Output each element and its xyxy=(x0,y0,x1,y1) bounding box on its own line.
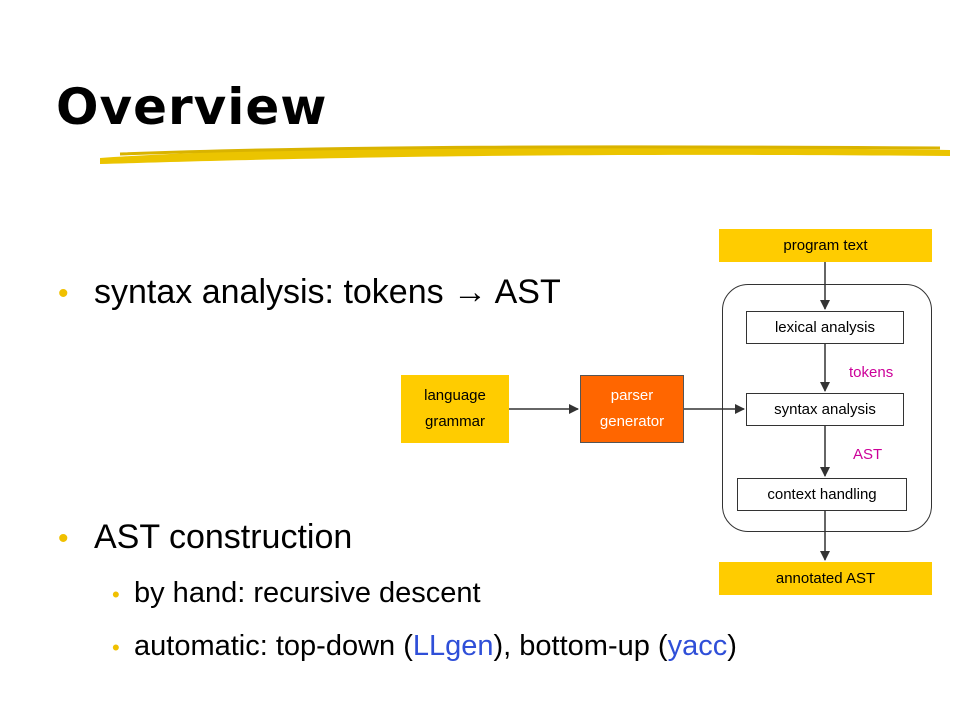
box-parser-generator: parser generator xyxy=(580,375,684,443)
llgen-term: LLgen xyxy=(412,630,494,662)
yacc-term: yacc xyxy=(667,630,728,662)
box-lexical-analysis: lexical analysis xyxy=(746,311,904,344)
compiler-frontend-outline xyxy=(722,284,932,532)
label-ast: AST xyxy=(853,446,883,463)
box-line: generator xyxy=(599,413,665,430)
bullet-dot: • xyxy=(58,522,69,555)
title-underline-stroke xyxy=(100,145,950,164)
box-line: grammar xyxy=(424,413,485,430)
bullet-text: AST construction xyxy=(94,518,353,556)
box-context-handling: context handling xyxy=(737,478,907,511)
box-language-grammar: language grammar xyxy=(401,375,509,443)
text-segment: ) xyxy=(727,630,737,662)
box-syntax-analysis: syntax analysis xyxy=(746,393,904,426)
box-program-text: program text xyxy=(719,229,932,262)
subbullet-automatic: • automatic: top-down (LLgen), bottom-up… xyxy=(112,630,737,663)
subbullet-by-hand: • by hand: recursive descent xyxy=(112,577,481,610)
bullet-dot: • xyxy=(112,635,120,660)
bullet-dot: • xyxy=(112,582,120,607)
bullet-syntax-analysis: • syntax analysis: tokens → AST xyxy=(58,273,561,312)
bullet-dot: • xyxy=(58,277,69,310)
label-tokens: tokens xyxy=(849,364,894,381)
bullet-text: by hand: recursive descent xyxy=(134,577,481,609)
box-line: parser xyxy=(610,387,654,404)
text-segment: ), bottom-up ( xyxy=(493,630,668,662)
box-annotated-ast: annotated AST xyxy=(719,562,932,595)
bullet-ast-construction: • AST construction xyxy=(58,518,352,557)
bullet-text: syntax analysis: tokens → AST xyxy=(94,273,561,311)
slide-title: Overview xyxy=(56,78,328,136)
box-line: language xyxy=(424,387,486,404)
bullet-text: automatic: top-down (LLgen), bottom-up (… xyxy=(134,630,737,663)
text-segment: automatic: top-down ( xyxy=(134,630,413,662)
